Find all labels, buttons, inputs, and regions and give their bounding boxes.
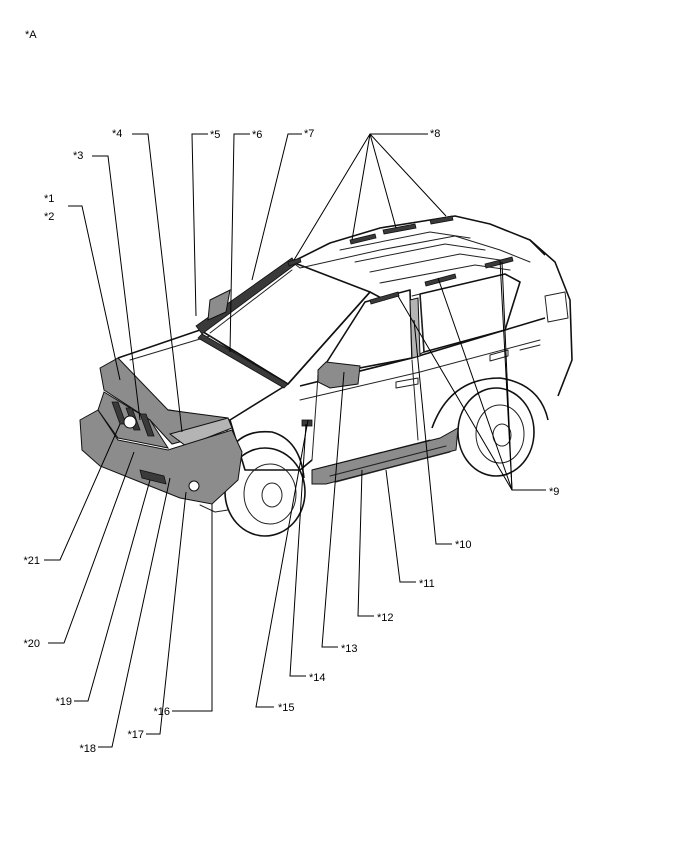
- callout-7: *7: [304, 128, 314, 140]
- callout-1: *1: [44, 193, 54, 205]
- callout-15: *15: [278, 702, 295, 714]
- callout-10: *10: [455, 539, 472, 551]
- callout-14: *14: [309, 672, 326, 684]
- leader-lines: [44, 133, 546, 748]
- figure-label: *A: [25, 29, 37, 41]
- callout-labels: *A *1 *2 *3 *4 *5 *6 *7 *8 *9 *10 *11 *1…: [23, 29, 559, 755]
- pillar-garnish: [207, 289, 231, 321]
- side-mirror: [317, 361, 361, 389]
- callout-9: *9: [549, 486, 559, 498]
- callout-18: *18: [79, 743, 96, 755]
- callout-5: *5: [210, 129, 220, 141]
- callout-11: *11: [419, 578, 435, 590]
- callout-2: *2: [44, 211, 54, 223]
- highlighted-parts: [79, 215, 514, 505]
- callout-4: *4: [112, 128, 122, 140]
- callout-3: *3: [73, 150, 83, 162]
- side-step: [311, 427, 459, 485]
- callout-6: *6: [252, 129, 262, 141]
- callout-8: *8: [430, 128, 440, 140]
- callout-19: *19: [55, 696, 72, 708]
- callout-17: *17: [127, 729, 144, 741]
- front-bumper: [79, 409, 243, 505]
- callout-21: *21: [23, 555, 40, 567]
- callout-20: *20: [23, 638, 40, 650]
- windshield-molding: [195, 257, 297, 335]
- headlamp-area: [168, 417, 233, 447]
- callout-13: *13: [341, 643, 358, 655]
- callout-12: *12: [377, 612, 394, 624]
- callout-16: *16: [153, 706, 170, 718]
